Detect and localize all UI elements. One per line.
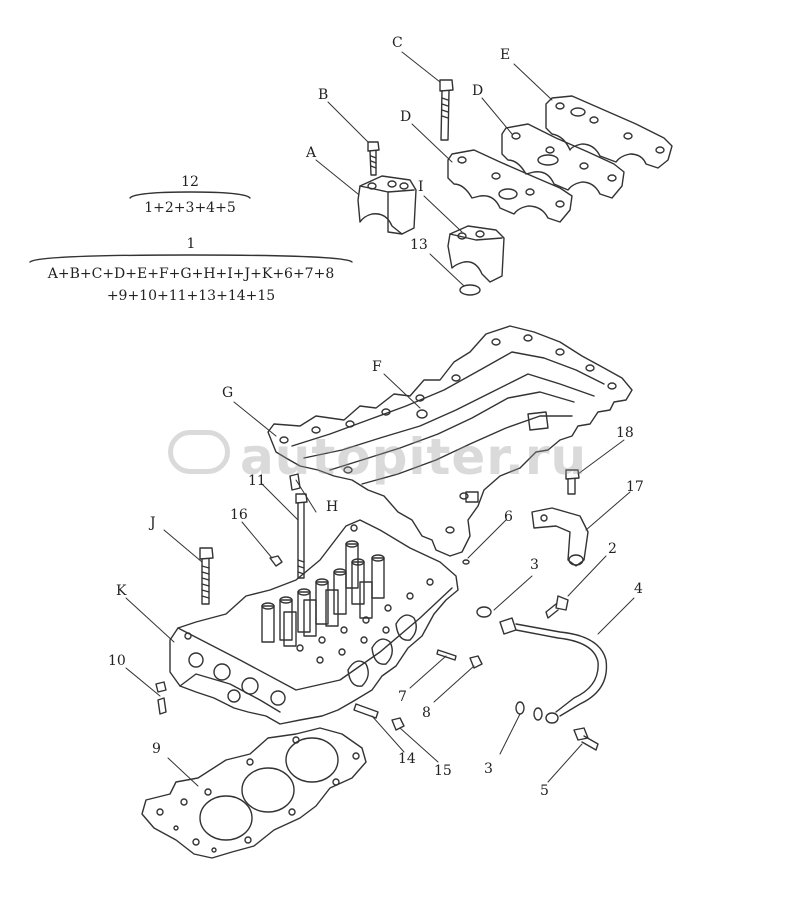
- label-17: 17: [626, 479, 644, 495]
- watermark-logo-icon: [168, 430, 230, 474]
- formula-12-bottom: 1+2+3+4+5: [144, 200, 236, 216]
- part-e-cam-cap: [545, 95, 673, 169]
- part-h-dowel: [289, 473, 301, 491]
- formula-12-top: 12: [181, 174, 199, 190]
- label-11: 11: [248, 473, 266, 489]
- formula-1-line1: A+B+C+D+E+F+G+H+I+J+K+6+7+8: [47, 266, 335, 282]
- part-a-cam-cap: [357, 175, 417, 235]
- part-3-washer-upper: [476, 606, 492, 618]
- label-3-lower: 3: [484, 761, 493, 777]
- part-7-pin: [436, 649, 457, 661]
- label-18: 18: [616, 425, 634, 441]
- part-18-bolt: [565, 469, 580, 495]
- leader-lines: [125, 51, 635, 787]
- label-a: A: [306, 145, 317, 161]
- label-2: 2: [608, 541, 617, 557]
- label-8: 8: [422, 705, 431, 721]
- part-15-nut: [391, 717, 405, 731]
- label-9: 9: [152, 741, 161, 757]
- part-3-washer-lower: [515, 701, 543, 721]
- label-b: B: [318, 87, 329, 103]
- formula-12-bracket: [129, 191, 251, 199]
- label-16: 16: [230, 507, 248, 523]
- part-13-o-ring: [459, 284, 481, 296]
- label-f: F: [372, 359, 382, 375]
- label-6: 6: [504, 509, 513, 525]
- label-g: G: [222, 385, 234, 401]
- label-h: H: [326, 499, 339, 515]
- label-d-lower: D: [400, 109, 412, 125]
- label-15: 15: [434, 763, 452, 779]
- cylinder-head-k: [169, 519, 459, 725]
- bolt-c: [439, 79, 454, 141]
- part-17-bracket: [531, 507, 589, 567]
- part-i-cam-cap: [447, 225, 505, 283]
- part-9-head-gasket: [141, 727, 367, 859]
- part-14-stud: [353, 703, 379, 719]
- part-5-bolt: [573, 727, 599, 751]
- bolt-j: [199, 547, 214, 605]
- label-13: 13: [410, 237, 428, 253]
- part-2-banjo-bolt: [545, 595, 569, 619]
- formula-1-bracket: [29, 254, 353, 263]
- label-10: 10: [108, 653, 126, 669]
- bolt-11: [295, 493, 308, 579]
- part-16-bolt: [269, 555, 283, 567]
- formula-1-top: 1: [186, 236, 196, 252]
- part-6-pin: [462, 559, 470, 565]
- label-j: J: [150, 515, 156, 531]
- label-c: C: [392, 35, 403, 51]
- part-d-cam-cap-lower: [447, 149, 573, 223]
- label-i: I: [418, 179, 424, 195]
- formula-1-line2: +9+10+11+13+14+15: [106, 288, 276, 304]
- part-d-cam-cap-upper: [501, 123, 625, 199]
- label-k: K: [116, 583, 127, 599]
- part-8-nut: [469, 655, 483, 669]
- watermark: autopiter.ru: [240, 428, 588, 486]
- label-14: 14: [398, 751, 416, 767]
- bolt-b: [367, 141, 380, 176]
- part-4-oil-pipe: [499, 617, 608, 724]
- label-e: E: [500, 47, 511, 63]
- label-3-upper: 3: [530, 557, 539, 573]
- label-5: 5: [540, 783, 549, 799]
- label-4: 4: [634, 581, 643, 597]
- label-7: 7: [398, 689, 407, 705]
- label-d-upper: D: [472, 83, 484, 99]
- camshaft-housing-frame: [267, 325, 633, 557]
- part-10-dowel: [155, 681, 167, 715]
